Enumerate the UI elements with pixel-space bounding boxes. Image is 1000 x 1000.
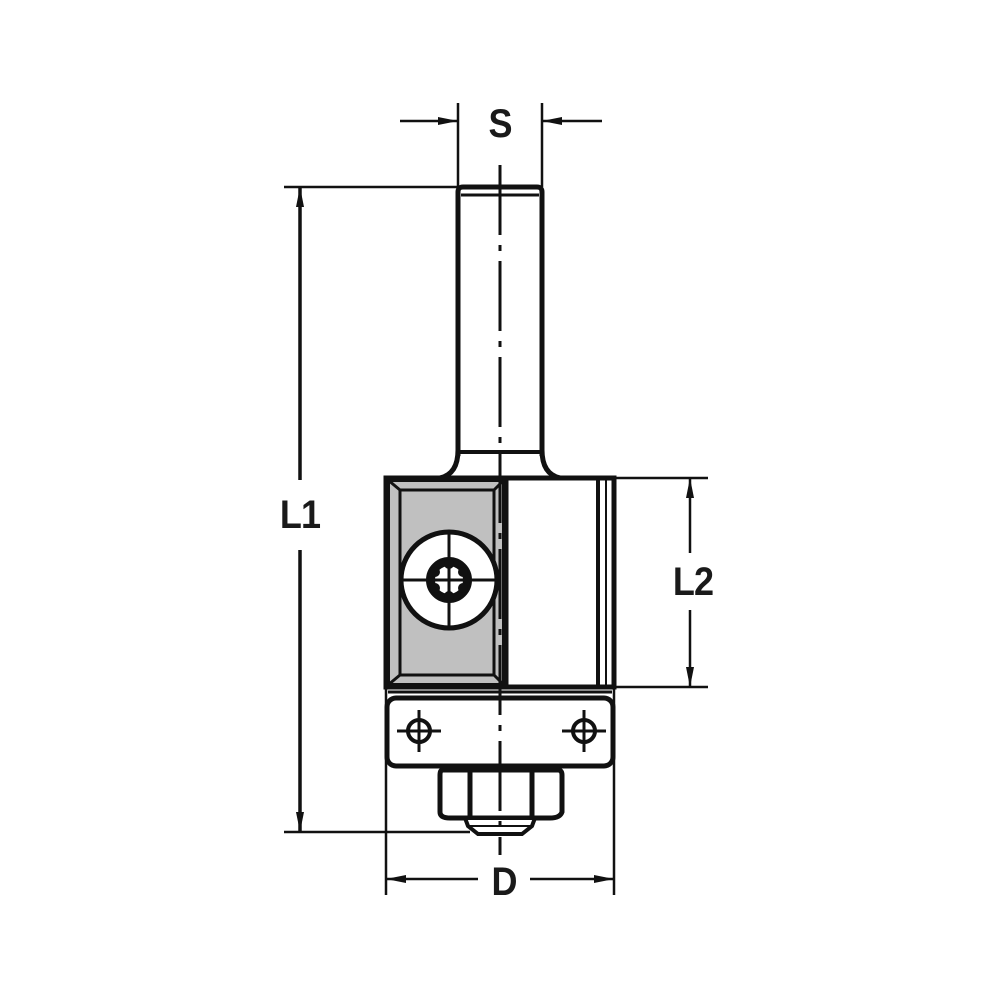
label-l2: L2 [672, 560, 714, 604]
screw-hole-right-icon [562, 710, 606, 752]
label-l1: L1 [279, 493, 321, 537]
torx-screw-icon [398, 529, 500, 631]
label-s: S [488, 102, 512, 146]
dimension-l2 [614, 476, 708, 689]
dimension-l1 [284, 185, 470, 834]
dimension-s [400, 103, 602, 187]
screw-hole-left-icon [397, 710, 441, 752]
dimension-d [384, 687, 616, 895]
label-d: D [491, 860, 517, 904]
